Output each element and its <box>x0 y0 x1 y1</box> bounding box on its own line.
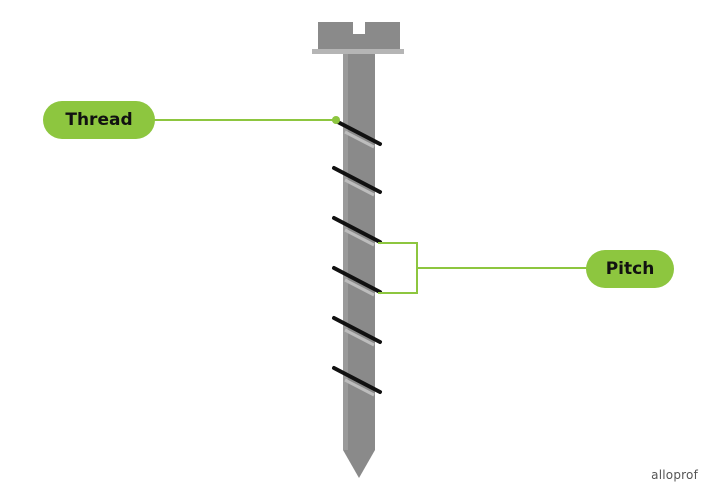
thread-label: Thread <box>43 101 155 139</box>
thread-highlight <box>344 178 375 197</box>
thread-ridge <box>332 216 382 244</box>
screw-tip <box>343 450 375 478</box>
thread-highlight <box>344 378 375 397</box>
thread-ridge <box>332 316 382 344</box>
thread-highlight <box>344 130 375 149</box>
thread-ridge <box>332 118 382 146</box>
pitch-label: Pitch <box>586 250 674 288</box>
screw-shank <box>343 54 375 478</box>
thread-ridge <box>332 366 382 394</box>
thread-highlight <box>344 278 375 297</box>
thread-ridge <box>332 166 382 194</box>
alloprof-watermark: alloprof <box>651 468 698 482</box>
thread-leader <box>154 116 340 124</box>
screw-head <box>312 22 404 54</box>
thread-ridge <box>332 266 382 294</box>
screw-threads <box>332 118 382 397</box>
pitch-bracket <box>378 242 588 294</box>
thread-highlight <box>344 228 375 247</box>
thread-highlight <box>344 328 375 347</box>
